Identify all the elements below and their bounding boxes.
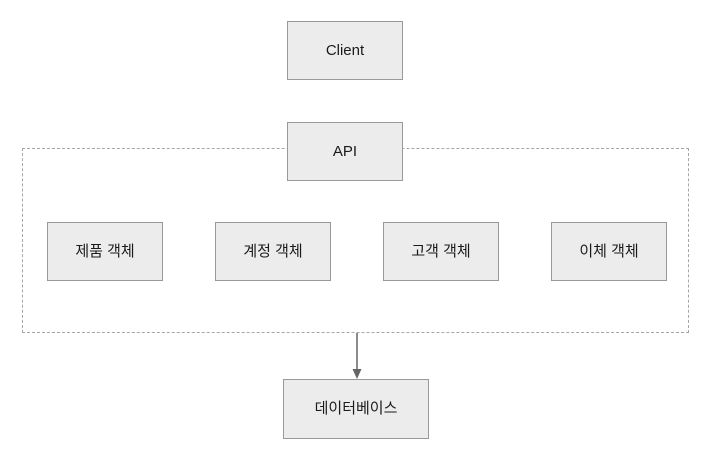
database-node: 데이터베이스 bbox=[283, 379, 429, 439]
database-node-label: 데이터베이스 bbox=[314, 400, 398, 417]
client-node: Client bbox=[287, 21, 403, 80]
transfer-object-node-label: 이체 객체 bbox=[579, 242, 639, 260]
account-object-node-label: 계정 객체 bbox=[243, 242, 303, 260]
client-node-label: Client bbox=[325, 41, 365, 59]
transfer-object-node: 이체 객체 bbox=[551, 222, 667, 281]
api-node-label: API bbox=[332, 142, 358, 160]
account-object-node: 계정 객체 bbox=[215, 222, 331, 281]
customer-object-node-label: 고객 객체 bbox=[411, 242, 471, 260]
customer-object-node: 고객 객체 bbox=[383, 222, 499, 281]
product-object-node-label: 제품 객체 bbox=[75, 242, 135, 260]
api-node: API bbox=[287, 122, 403, 181]
api-to-database-arrow bbox=[352, 333, 362, 379]
product-object-node: 제품 객체 bbox=[47, 222, 163, 281]
